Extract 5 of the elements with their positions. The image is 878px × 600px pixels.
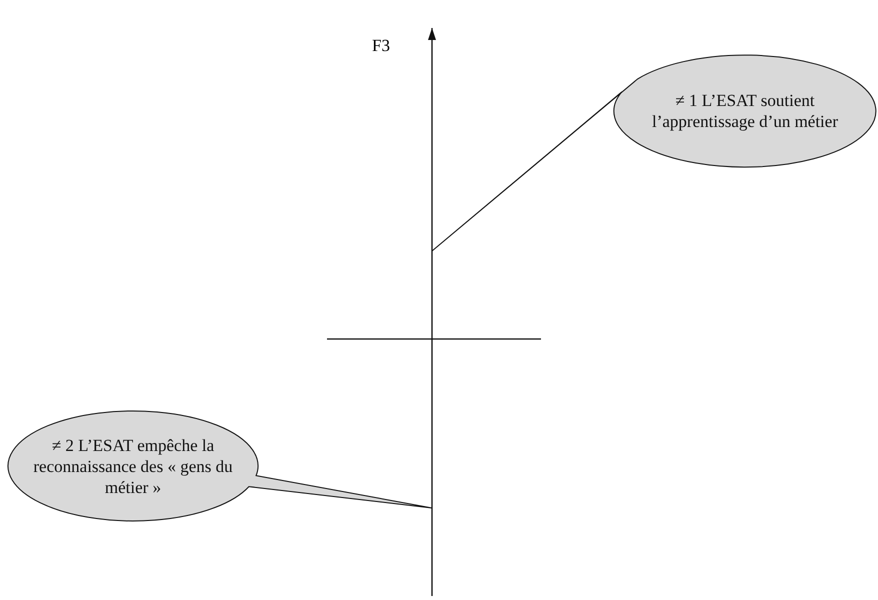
speech-bubble: [7, 410, 433, 522]
callout-text: ≠ 2 L’ESAT empêche la reconnaissance des « gens du métier »: [33, 434, 233, 498]
callout-text: ≠ 1 L’ESAT soutient l’apprentissage d’un métier: [651, 90, 839, 133]
axis-label: F3: [372, 36, 390, 56]
speech-bubble: [431, 54, 878, 253]
